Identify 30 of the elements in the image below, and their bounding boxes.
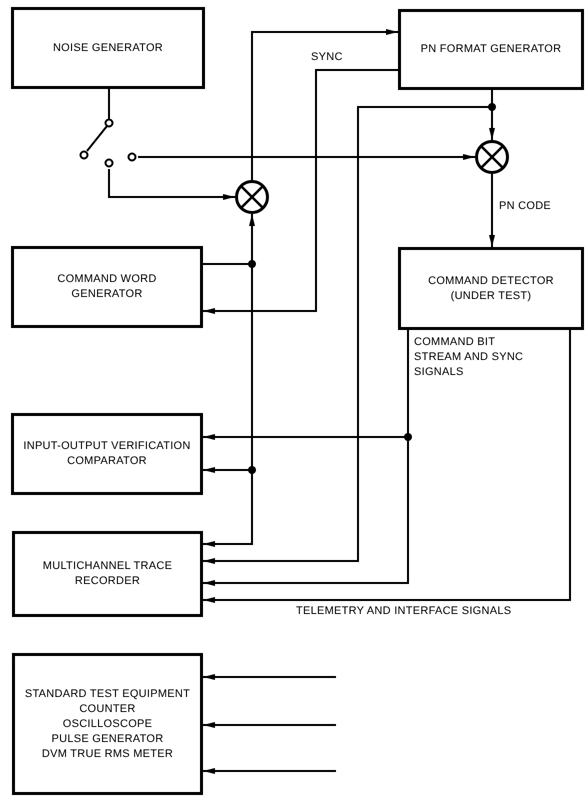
arrow xyxy=(203,330,571,603)
process-box xyxy=(11,413,203,495)
box-text: OSCILLOSCOPE xyxy=(62,716,152,732)
box-text: PULSE GENERATOR xyxy=(52,732,164,746)
arrow xyxy=(203,69,398,314)
arrow xyxy=(489,174,495,247)
box-text: NOISE GENERATOR xyxy=(52,40,164,56)
process-box xyxy=(11,7,205,89)
process-box xyxy=(12,531,203,617)
box-text: MULTICHANNEL TRACE RECORDER xyxy=(42,559,174,589)
box-text: PN FORMAT GENERATOR xyxy=(420,42,562,57)
arrow xyxy=(108,169,235,200)
multiplier-symbol xyxy=(475,140,509,174)
process-box xyxy=(398,247,584,330)
switch-symbol xyxy=(78,119,138,169)
box-text: INPUT-OUTPUT VERIFICATION COMPARATOR xyxy=(22,439,192,469)
box-text: COMMAND DETECTOR (UNDER TEST) xyxy=(427,274,555,304)
process-box xyxy=(398,9,584,90)
arrow xyxy=(203,768,336,774)
arrow xyxy=(203,674,336,680)
multiplier-symbol xyxy=(235,180,269,214)
box-text: COUNTER xyxy=(79,702,136,716)
arrow xyxy=(138,154,475,160)
box-text: DVM TRUE RMS METER xyxy=(42,746,174,762)
box-text: STANDARD TEST EQUIPMENT xyxy=(24,686,190,702)
box-text: COMMAND WORD GENERATOR xyxy=(56,272,158,302)
arrow xyxy=(203,722,336,728)
arrow xyxy=(251,29,398,180)
process-box xyxy=(12,653,203,795)
process-box xyxy=(11,246,203,328)
